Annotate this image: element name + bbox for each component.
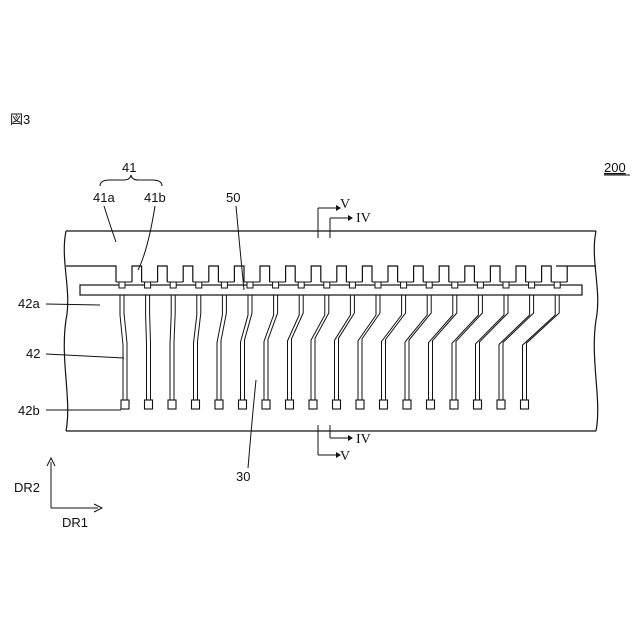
terminal-tabs-41 — [106, 266, 567, 282]
lead-edge — [527, 295, 560, 400]
leader-41a — [104, 206, 116, 242]
lead-pad-42b — [356, 400, 364, 409]
bar-pad — [426, 282, 432, 288]
bar-pad — [375, 282, 381, 288]
leader-41b — [138, 206, 155, 270]
lead-edge — [221, 295, 226, 400]
lead-edge — [198, 295, 201, 400]
ref-30: 30 — [236, 469, 250, 484]
lead-edge — [264, 295, 274, 400]
bar-pad — [145, 282, 151, 288]
lead-pad-42b — [168, 400, 176, 409]
lead-pad-42b — [450, 400, 458, 409]
bar-pad — [554, 282, 560, 288]
lead-edge — [311, 295, 325, 400]
lead-pad-42b — [333, 400, 341, 409]
section-v-top: V — [340, 197, 350, 212]
lead-edge — [358, 295, 376, 400]
lead-pad-42b — [474, 400, 482, 409]
ref-41b: 41b — [144, 190, 166, 205]
bar-pad — [170, 282, 176, 288]
bar-pad — [119, 282, 125, 288]
lead-edge — [217, 295, 222, 400]
bar-pad — [196, 282, 202, 288]
ref-42: 42 — [26, 346, 40, 361]
ref-42b: 42b — [18, 403, 40, 418]
lead-edge — [292, 295, 304, 400]
bar-pad — [221, 282, 227, 288]
axis-dr2: DR2 — [14, 480, 40, 495]
lead-edge — [268, 295, 278, 400]
leader-42 — [46, 354, 124, 358]
lead-edge — [339, 295, 355, 400]
bar-pad — [477, 282, 483, 288]
bar-pad — [324, 282, 330, 288]
ref-200: 200 — [604, 160, 626, 175]
lead-pad-42b — [239, 400, 247, 409]
lead-edge — [405, 295, 427, 400]
lead-pad-42b — [403, 400, 411, 409]
lead-edge — [174, 295, 175, 400]
lead-edge — [386, 295, 406, 400]
bar-pad — [273, 282, 279, 288]
ref-41: 41 — [122, 160, 136, 175]
ref-42a: 42a — [18, 296, 40, 311]
lead-pad-42b — [521, 400, 529, 409]
leader-30 — [248, 380, 256, 468]
lead-edge — [362, 295, 380, 400]
leader-50 — [236, 206, 244, 290]
lead-edge — [315, 295, 329, 400]
bar-pad — [452, 282, 458, 288]
brace-41 — [100, 175, 162, 186]
tab-edge — [106, 266, 567, 282]
lead-edge — [124, 295, 127, 400]
lead-pad-42b — [145, 400, 153, 409]
section-v-bottom: V — [340, 449, 350, 464]
lead-edge — [409, 295, 431, 400]
bar-pad — [349, 282, 355, 288]
lead-edge — [120, 295, 123, 400]
lead-edge — [150, 295, 151, 400]
bar-pad — [401, 282, 407, 288]
section-iv-top: IV — [356, 211, 371, 226]
lead-edge — [146, 295, 147, 400]
lead-pad-42b — [192, 400, 200, 409]
lead-edge — [523, 295, 556, 400]
direction-axes — [47, 458, 102, 512]
leader-42a — [46, 304, 100, 305]
lead-edge — [288, 295, 300, 400]
ref-41a: 41a — [93, 190, 115, 205]
lead-edge — [194, 295, 197, 400]
lead-pad-42b — [380, 400, 388, 409]
axis-dr1: DR1 — [62, 515, 88, 530]
lead-edge — [170, 295, 171, 400]
bar-pad — [247, 282, 253, 288]
lead-pad-42b — [121, 400, 129, 409]
lead-pad-42b — [497, 400, 505, 409]
lead-pad-42b — [427, 400, 435, 409]
ref-50: 50 — [226, 190, 240, 205]
section-iv-bottom: IV — [356, 432, 371, 447]
bar-pad — [503, 282, 509, 288]
lead-edge — [382, 295, 402, 400]
lead-pad-42b — [309, 400, 317, 409]
lead-edge — [335, 295, 351, 400]
bar-pad — [529, 282, 535, 288]
leads-42 — [120, 295, 559, 409]
figure-label: 図3 — [10, 112, 30, 127]
lead-pad-42b — [286, 400, 294, 409]
bar-pad — [298, 282, 304, 288]
lead-pad-42b — [262, 400, 270, 409]
lead-pad-42b — [215, 400, 223, 409]
